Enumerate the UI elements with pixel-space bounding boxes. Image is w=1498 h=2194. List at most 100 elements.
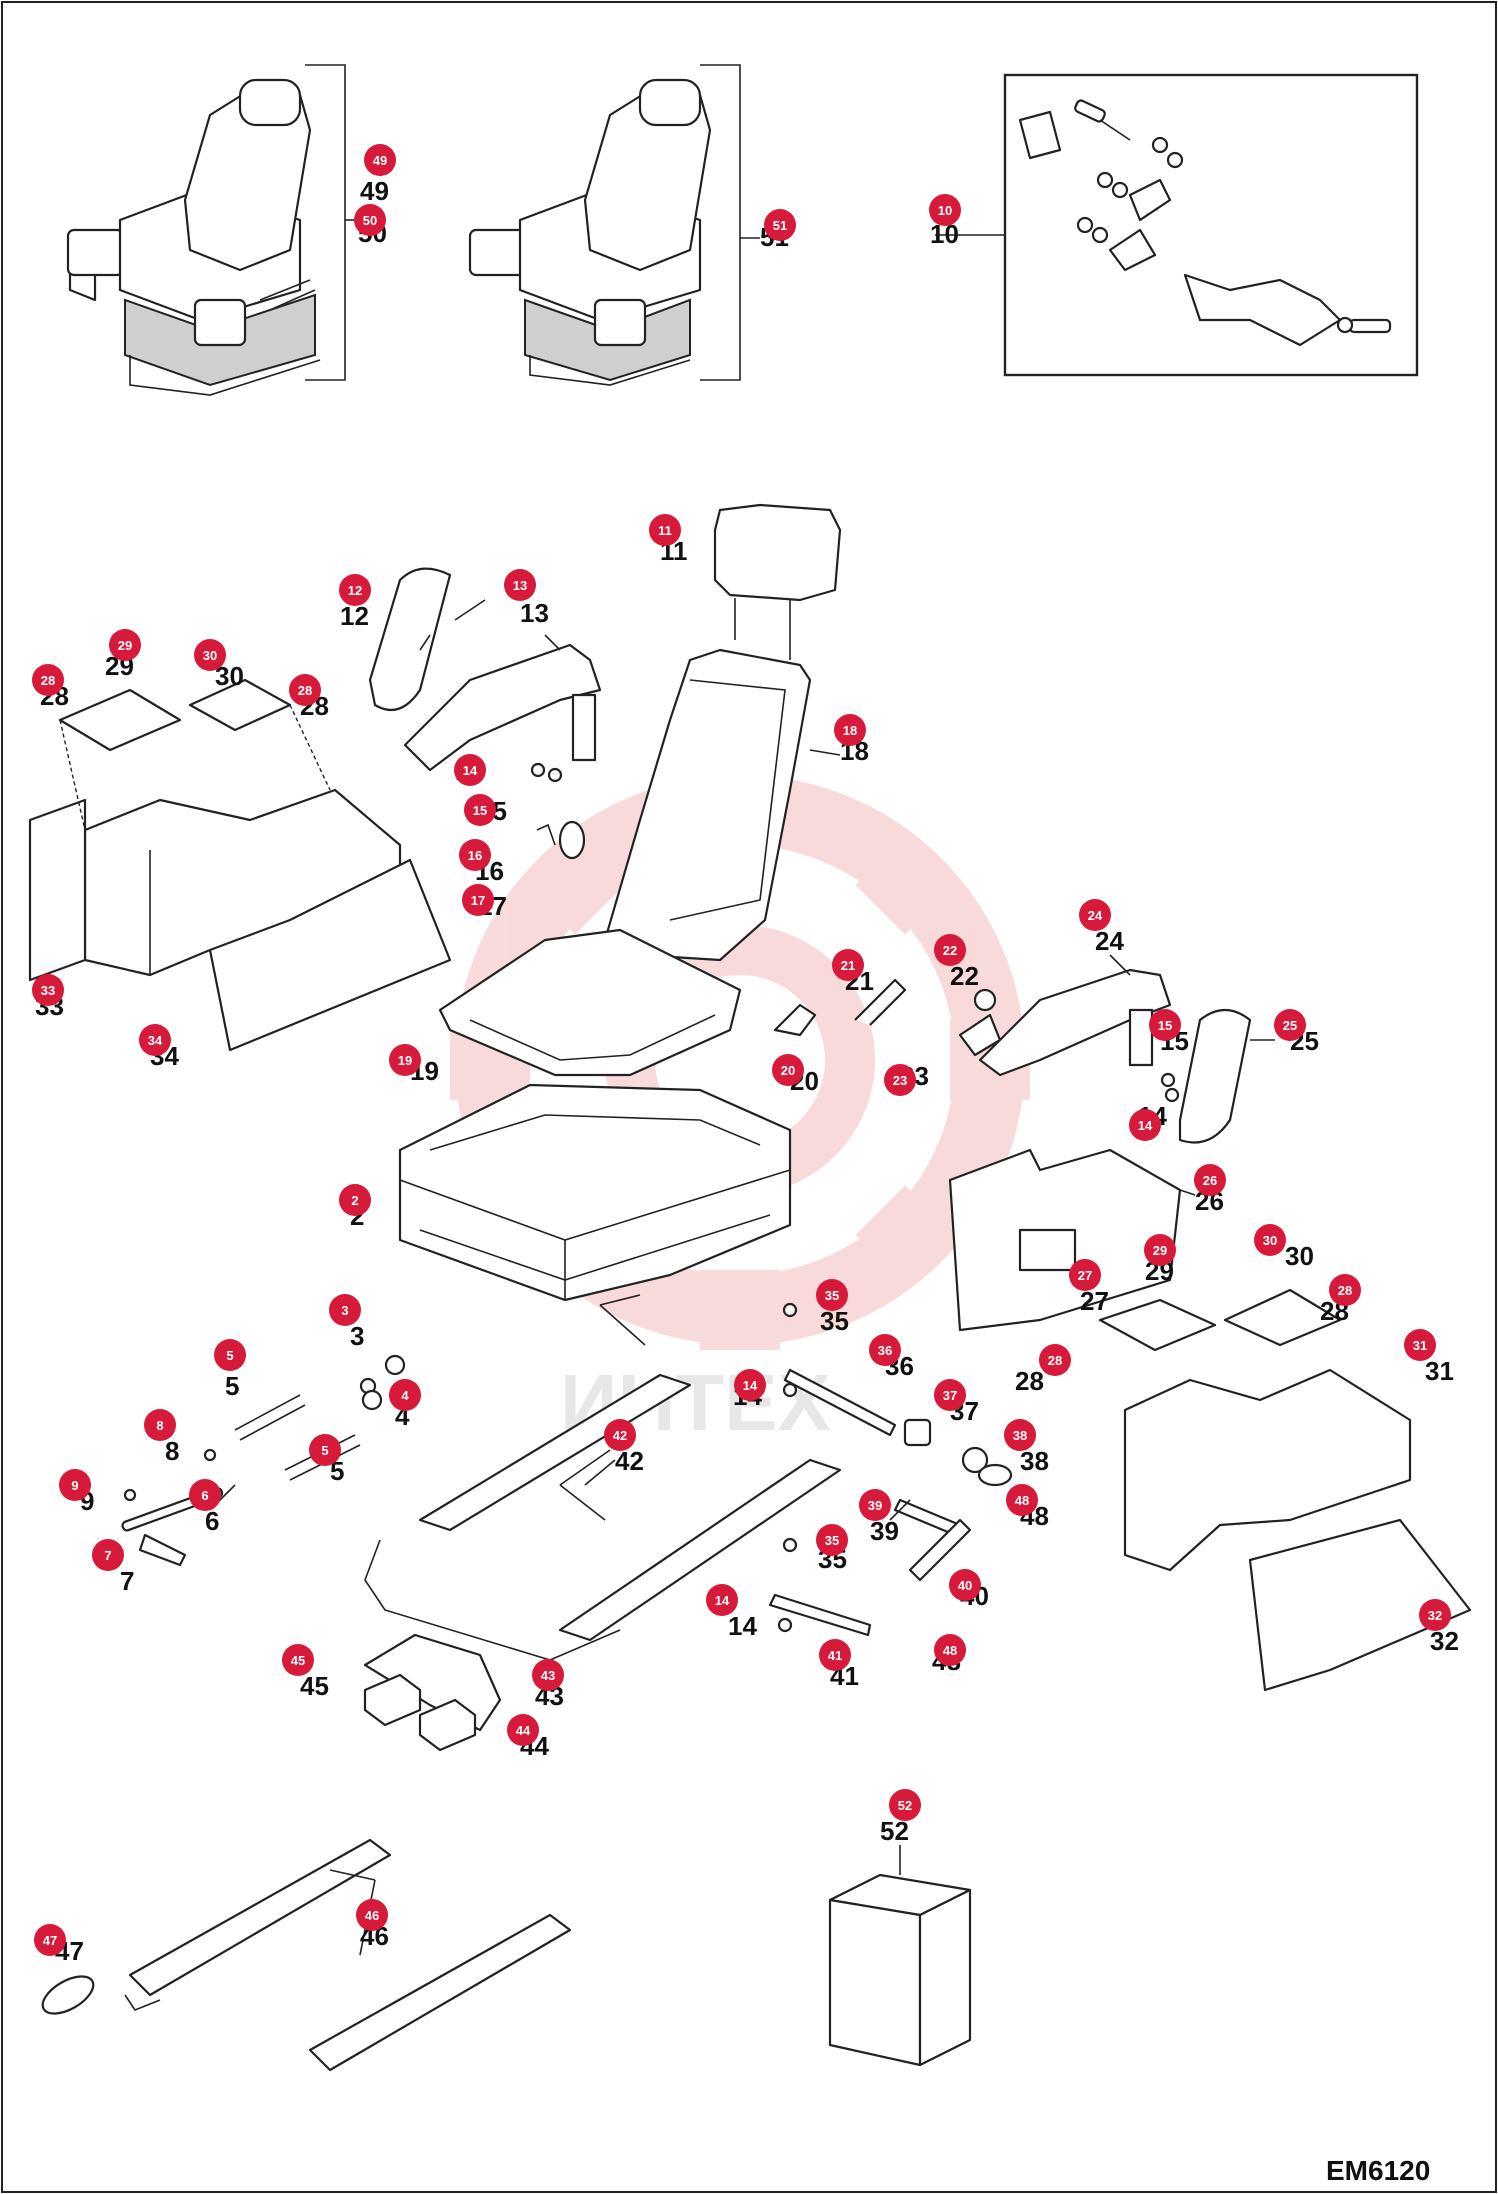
callout-number-8: 8 [165, 1436, 179, 1466]
callout-badge-3[interactable]: 3 [329, 1294, 361, 1326]
callout-badge-label-9: 9 [71, 1478, 78, 1493]
callout-badge-5[interactable]: 5 [309, 1434, 341, 1466]
callout-badge-label-28: 28 [41, 673, 55, 688]
callout-badge-14[interactable]: 14 [734, 1369, 766, 1401]
callout-badge-34[interactable]: 34 [139, 1024, 171, 1056]
callout-badge-label-46: 46 [365, 1908, 379, 1923]
callout-badge-label-42: 42 [613, 1428, 627, 1443]
callout-badge-48[interactable]: 48 [1006, 1484, 1038, 1516]
callout-badge-30[interactable]: 30 [1254, 1224, 1286, 1256]
callout-badge-21[interactable]: 21 [832, 949, 864, 981]
callout-badge-13[interactable]: 13 [504, 569, 536, 601]
callout-badge-33[interactable]: 33 [32, 974, 64, 1006]
callout-badge-39[interactable]: 39 [859, 1489, 891, 1521]
callout-badge-29[interactable]: 29 [109, 629, 141, 661]
callout-badge-43[interactable]: 43 [532, 1659, 564, 1691]
callout-number-32: 32 [1430, 1626, 1459, 1656]
callout-badge-17[interactable]: 17 [462, 884, 494, 916]
callout-badge-44[interactable]: 44 [507, 1714, 539, 1746]
callout-badge-label-45: 45 [291, 1653, 305, 1668]
callout-badge-25[interactable]: 25 [1274, 1009, 1306, 1041]
callout-badge-51[interactable]: 51 [764, 209, 796, 241]
callout-number-30: 30 [1285, 1241, 1314, 1271]
callout-badge-28[interactable]: 28 [32, 664, 64, 696]
seat-assembly-complete-2 [468, 78, 712, 386]
callout-number-12: 12 [340, 601, 369, 631]
callout-badge-35[interactable]: 35 [816, 1524, 848, 1556]
callout-badge-22[interactable]: 22 [934, 934, 966, 966]
callout-badge-15[interactable]: 15 [464, 794, 496, 826]
callout-badge-20[interactable]: 20 [772, 1054, 804, 1086]
callout-badge-31[interactable]: 31 [1404, 1329, 1436, 1361]
seat-cushion [438, 928, 742, 1077]
callout-badge-11[interactable]: 11 [649, 514, 681, 546]
callout-badge-50[interactable]: 50 [354, 204, 386, 236]
diagram-code-label: EM6120 [1326, 2155, 1430, 2186]
callout-badge-label-48: 48 [1015, 1493, 1029, 1508]
side-console-right [948, 1148, 1472, 1692]
callout-badge-30[interactable]: 30 [194, 639, 226, 671]
callout-badge-12[interactable]: 12 [339, 574, 371, 606]
callout-badge-9[interactable]: 9 [59, 1469, 91, 1501]
callout-badge-label-40: 40 [958, 1578, 972, 1593]
callout-badge-23[interactable]: 23 [884, 1064, 916, 1096]
callout-badge-7[interactable]: 7 [92, 1539, 124, 1571]
callout-badge-label-11: 11 [658, 523, 672, 538]
callout-badge-36[interactable]: 36 [869, 1334, 901, 1366]
callout-number-39: 39 [870, 1516, 899, 1546]
seatbelt-kit [1018, 99, 1392, 347]
callout-badge-27[interactable]: 27 [1069, 1259, 1101, 1291]
callout-badge-52[interactable]: 52 [889, 1789, 921, 1821]
callout-badge-label-33: 33 [41, 983, 55, 998]
callout-number-31: 31 [1425, 1356, 1454, 1386]
callout-badge-35[interactable]: 35 [816, 1279, 848, 1311]
callout-badge-label-2: 2 [351, 1193, 358, 1208]
callout-badge-label-32: 32 [1428, 1608, 1442, 1623]
callout-badge-48[interactable]: 48 [934, 1634, 966, 1666]
callout-badge-10[interactable]: 10 [929, 194, 961, 226]
callout-badge-38[interactable]: 38 [1004, 1419, 1036, 1451]
callout-badge-2[interactable]: 2 [339, 1184, 371, 1216]
callout-badge-49[interactable]: 49 [364, 144, 396, 176]
headrest [713, 503, 842, 660]
callout-badge-label-28: 28 [298, 683, 312, 698]
callout-badge-4[interactable]: 4 [389, 1379, 421, 1411]
callout-badge-28[interactable]: 28 [289, 674, 321, 706]
callout-badge-37[interactable]: 37 [934, 1379, 966, 1411]
callout-badge-41[interactable]: 41 [819, 1639, 851, 1671]
callout-badge-15[interactable]: 15 [1149, 1009, 1181, 1041]
callout-badge-label-22: 22 [943, 943, 957, 958]
callout-badge-14[interactable]: 14 [454, 754, 486, 786]
part-20 [773, 1003, 817, 1037]
callout-badge-14[interactable]: 14 [706, 1584, 738, 1616]
callout-number-22: 22 [950, 961, 979, 991]
callout-badge-47[interactable]: 47 [34, 1924, 66, 1956]
callout-badge-5[interactable]: 5 [214, 1339, 246, 1371]
callout-badge-45[interactable]: 45 [282, 1644, 314, 1676]
callout-badge-42[interactable]: 42 [604, 1419, 636, 1451]
callout-badge-14[interactable]: 14 [1129, 1109, 1161, 1141]
callout-badge-29[interactable]: 29 [1144, 1234, 1176, 1266]
callout-badge-19[interactable]: 19 [389, 1044, 421, 1076]
callout-badge-label-30: 30 [1263, 1233, 1277, 1248]
callout-badge-28[interactable]: 28 [1039, 1344, 1071, 1376]
callout-badge-26[interactable]: 26 [1194, 1164, 1226, 1196]
callout-badge-18[interactable]: 18 [834, 714, 866, 746]
callout-badge-24[interactable]: 24 [1079, 899, 1111, 931]
callout-badge-label-3: 3 [341, 1303, 348, 1318]
callout-badge-16[interactable]: 16 [459, 839, 491, 871]
callout-badge-label-27: 27 [1078, 1268, 1092, 1283]
callout-badge-28[interactable]: 28 [1329, 1274, 1361, 1306]
callout-badge-8[interactable]: 8 [144, 1409, 176, 1441]
callout-badge-6[interactable]: 6 [189, 1479, 221, 1511]
callout-badge-40[interactable]: 40 [949, 1569, 981, 1601]
callout-badge-32[interactable]: 32 [1419, 1599, 1451, 1631]
callout-badge-label-28: 28 [1048, 1353, 1062, 1368]
callout-badge-label-47: 47 [43, 1933, 57, 1948]
callout-badge-label-48: 48 [943, 1643, 957, 1658]
callout-badge-46[interactable]: 46 [356, 1899, 388, 1931]
side-console-left [28, 678, 452, 1052]
